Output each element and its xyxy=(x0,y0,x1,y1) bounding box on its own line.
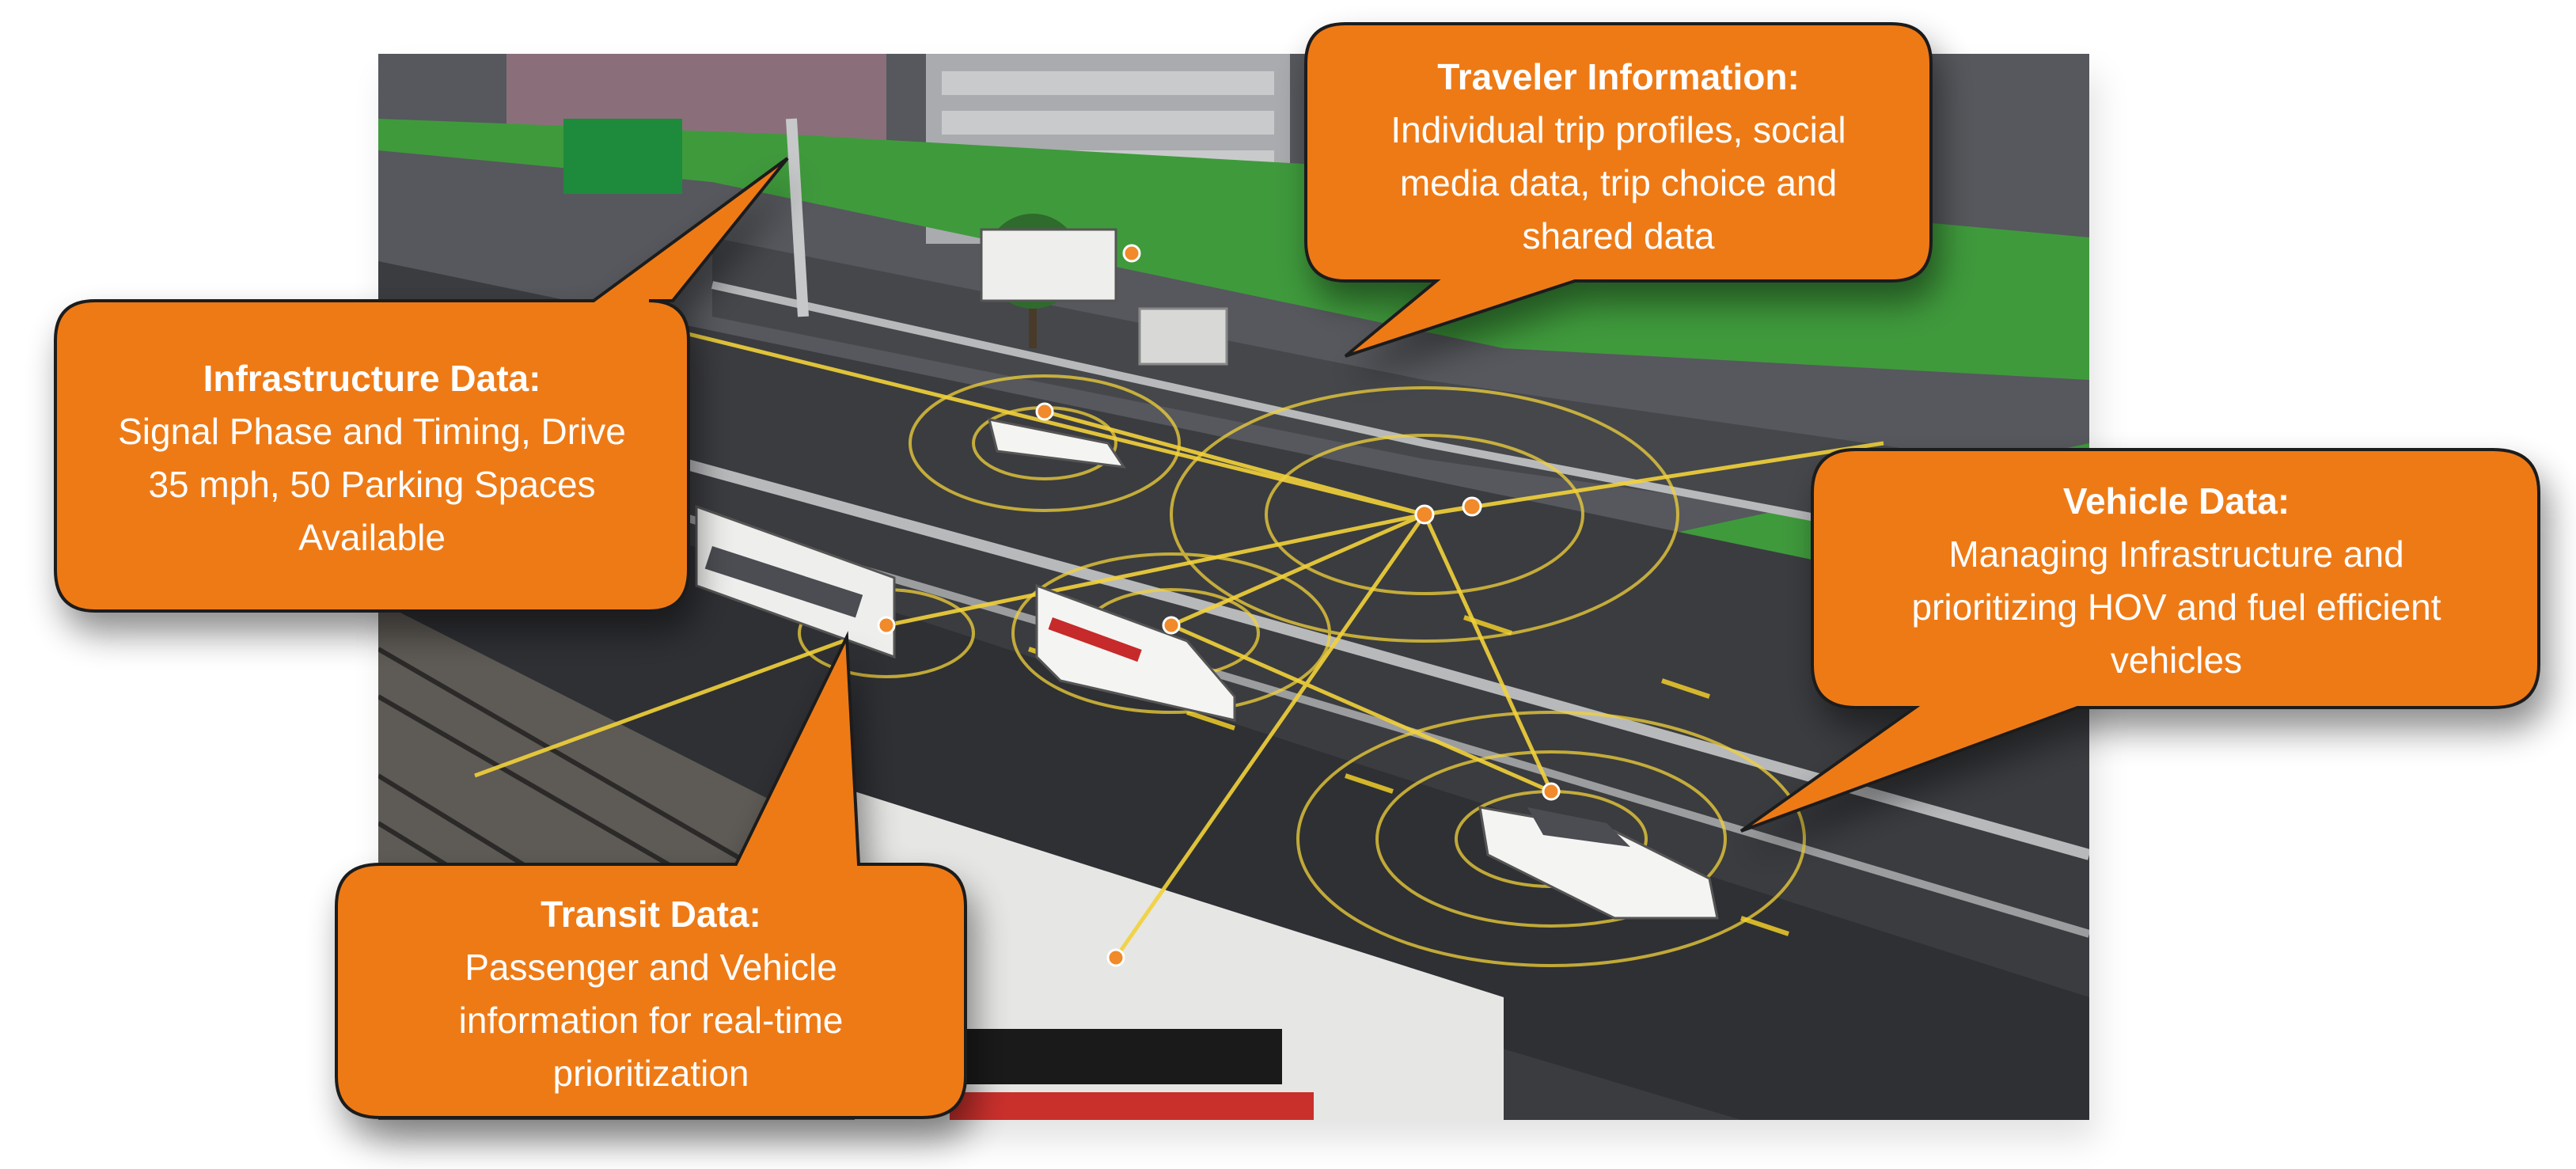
transit-callout-bubble xyxy=(335,631,967,1119)
car-icon xyxy=(1478,806,1719,920)
vehicle-callout-body: Managing Infrastructure and prioritizing… xyxy=(1911,533,2441,681)
infrastructure-callout-bubble xyxy=(54,157,789,613)
traveler-callout-bubble xyxy=(1304,22,1933,358)
vehicle-callout-title: Vehicle Data: xyxy=(2062,480,2290,522)
ambulance-icon xyxy=(1035,583,1236,722)
transit-callout-body: Passenger and Vehicle information for re… xyxy=(458,947,844,1094)
infrastructure-callout-body: Signal Phase and Timing, Drive 35 mph, 5… xyxy=(118,411,626,558)
traveler-callout: Traveler Information: Individual trip pr… xyxy=(1310,51,1927,263)
bus-icon xyxy=(695,504,896,659)
transit-callout-title: Transit Data: xyxy=(541,894,761,935)
infrastructure-callout-title: Infrastructure Data: xyxy=(203,358,541,399)
traveler-callout-body: Individual trip profiles, social media d… xyxy=(1390,109,1846,256)
traveler-callout-title: Traveler Information: xyxy=(1437,56,1800,97)
parking-garage-icon xyxy=(942,71,1274,95)
infrastructure-callout: Infrastructure Data: Signal Phase and Ti… xyxy=(59,352,685,564)
truck-icon xyxy=(980,228,1117,302)
vehicle-callout: Vehicle Data: Managing Infrastructure an… xyxy=(1816,475,2536,687)
police-car-icon xyxy=(987,418,1127,469)
grass-area xyxy=(378,119,2089,380)
sensor-nodes xyxy=(877,244,1561,967)
light-pole-icon xyxy=(786,118,809,317)
vehicle-callout-bubble xyxy=(1739,448,2540,833)
highway-sign-icon xyxy=(563,119,682,194)
transit-callout: Transit Data: Passenger and Vehicle info… xyxy=(340,888,962,1100)
bus-shelter-icon xyxy=(1138,307,1228,366)
